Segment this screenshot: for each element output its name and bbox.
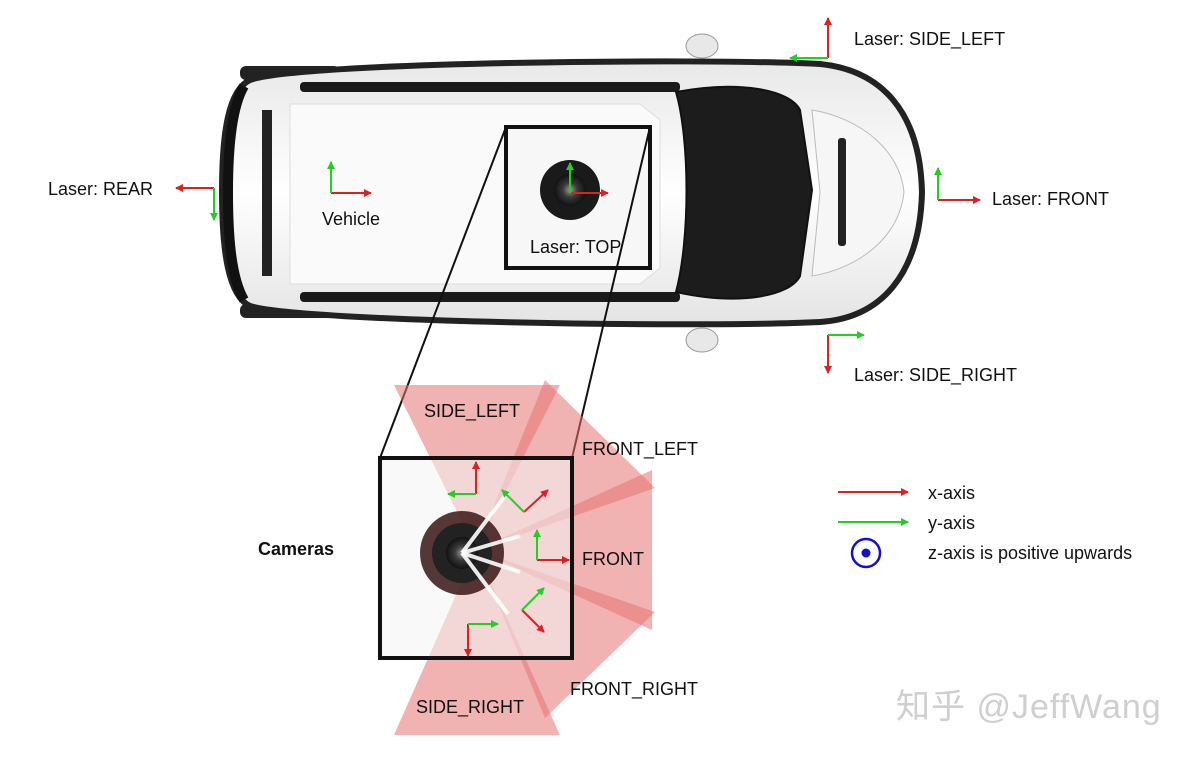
label-camera-side-left: SIDE_LEFT [424,401,521,421]
label-vehicle: Vehicle [322,209,381,229]
label-cameras: Cameras [258,539,335,559]
vehicle-top-view [218,33,926,353]
watermark: 知乎 @JeffWang [896,688,1162,726]
zoom-connector-left [379,126,507,459]
axis-arrows [175,17,981,657]
label-laser-side-left: Laser: SIDE_LEFT [854,29,1006,49]
label-laser-side-right: Laser: SIDE_RIGHT [854,365,1018,385]
label-camera-front-left: FRONT_LEFT [582,439,699,459]
label-laser-front: Laser: FRONT [992,189,1110,209]
label-laser-top: Laser: TOP [530,237,622,257]
legend-z-label: z-axis is positive upwards [928,543,1133,563]
label-camera-front: FRONT [582,549,644,569]
laser-top-box [504,125,652,270]
legend-symbols [838,488,909,569]
zoom-connector-right [571,126,651,459]
label-camera-side-right: SIDE_RIGHT [416,697,525,717]
label-laser-rear: Laser: REAR [48,179,154,199]
label-camera-front-right: FRONT_RIGHT [570,679,698,699]
legend-x-label: x-axis [928,483,976,503]
z-axis-out-icon [850,537,882,569]
legend-y-label: y-axis [928,513,976,533]
